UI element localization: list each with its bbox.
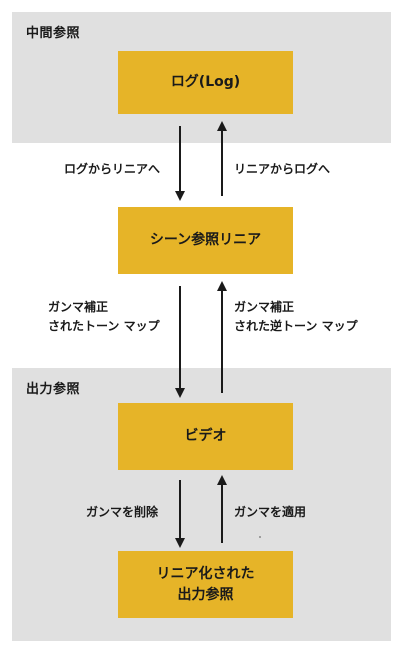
intermediate-reference-label: 中間参照: [26, 26, 81, 41]
video-node: ビデオ: [118, 403, 293, 470]
edge-label-gamma-inverse-tonemap: ガンマ補正 された逆トーン マップ: [234, 300, 358, 334]
edge-label-remove-gamma: ガンマを削除: [86, 505, 159, 519]
scene-linear-node: シーン参照リニア: [118, 207, 293, 274]
linearized-output-node: リニア化された 出力参照: [118, 551, 293, 618]
stray-dot: [259, 536, 261, 538]
log-node: ログ(Log): [118, 51, 293, 114]
edge-label-apply-gamma: ガンマを適用: [234, 505, 307, 519]
edge-label-linear-to-log: リニアからログへ: [234, 162, 331, 176]
edge-label-gamma-tonemap: ガンマ補正 されたトーン マップ: [48, 300, 160, 334]
output-reference-label: 出力参照: [26, 382, 81, 397]
edge-label-log-to-linear: ログからリニアへ: [64, 162, 161, 176]
